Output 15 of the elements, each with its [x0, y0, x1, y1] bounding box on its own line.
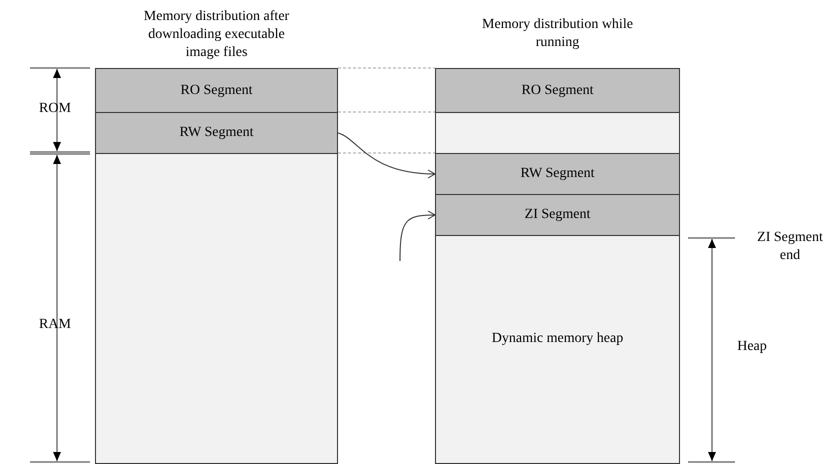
empty-memory-region	[435, 112, 680, 154]
arrow	[400, 210, 436, 262]
memory-segment: RO Segment	[435, 68, 680, 113]
column-heading: Memory distribution while running	[481, 16, 634, 52]
dimension-label: RAM	[38, 316, 72, 334]
dimension-label: ROM	[38, 100, 72, 118]
memory-segment: RW Segment	[95, 112, 338, 154]
memory-segment: RW Segment	[435, 153, 680, 195]
arrow	[338, 132, 436, 178]
memory-segment: ZI Segment	[435, 194, 680, 236]
dimension-label: Heap	[736, 338, 768, 356]
dimension-label: ZI Segment end	[756, 229, 824, 265]
memory-segment: Dynamic memory heap	[435, 235, 680, 464]
memory-segment: RO Segment	[95, 68, 338, 113]
column-heading: Memory distribution after downloading executable image files	[142, 8, 290, 62]
